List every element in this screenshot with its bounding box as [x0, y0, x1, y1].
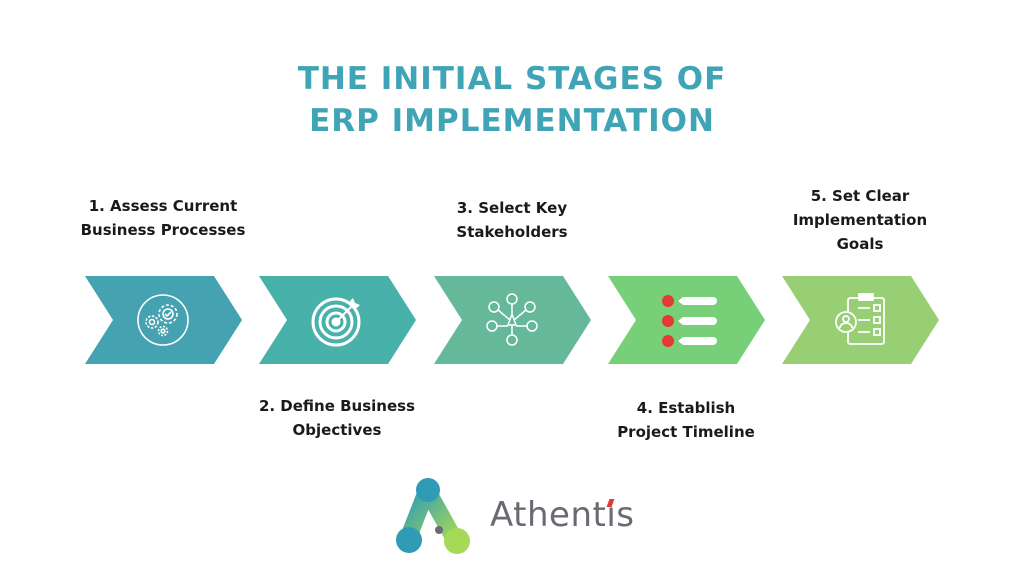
goals-clipboard-icon [835, 293, 885, 345]
stage-5-chevron [782, 276, 939, 364]
stakeholders-network-icon [486, 293, 538, 346]
brand-name: Athentis [490, 495, 635, 535]
stage-4-chevron [608, 276, 765, 364]
stage-5-label-line: 5. Set Clear [810, 187, 910, 205]
athentis-logo-icon [396, 478, 470, 554]
stage-2-label: 2. Define Business Objectives [227, 394, 447, 442]
title-line-2: ERP IMPLEMENTATION [309, 103, 715, 139]
stage-2-label-line: Objectives [292, 421, 382, 439]
brand-name-end: s [616, 495, 635, 535]
stage-1-label-line: 1. Assess Current [88, 197, 238, 215]
stage-5-label: 5. Set Clear Implementation Goals [750, 184, 970, 256]
title-line-1: THE INITIAL STAGES OF [297, 61, 727, 97]
stage-4-label-line: Project Timeline [617, 423, 755, 441]
stage-3-chevron [434, 276, 591, 364]
stage-2-label-line: 2. Define Business [258, 397, 416, 415]
chevron-shape [434, 276, 591, 364]
stage-3-label-line: 3. Select Key [456, 199, 568, 217]
stage-3-label: 3. Select Key Stakeholders [402, 196, 622, 244]
gears-cycle-icon [137, 294, 189, 346]
stage-4-label: 4. Establish Project Timeline [576, 396, 796, 444]
stage-4-label-line: 4. Establish [636, 399, 736, 417]
target-icon [311, 297, 361, 347]
timeline-list-icon [662, 295, 717, 347]
stage-1-label: 1. Assess Current Business Processes [53, 194, 273, 242]
stage-3-label-line: Stakeholders [456, 223, 568, 241]
page-title: THE INITIAL STAGES OF ERP IMPLEMENTATION [0, 58, 1024, 142]
brand-name-i: i [606, 495, 617, 535]
stage-5-label-line: Goals [836, 235, 884, 253]
chevron-shape [85, 276, 242, 364]
stage-2-chevron [259, 276, 416, 364]
stage-1-chevron [85, 276, 242, 364]
stage-5-label-line: Implementation [792, 211, 928, 229]
brand-name-start: Athent [490, 495, 607, 535]
stage-1-label-line: Business Processes [80, 221, 246, 239]
